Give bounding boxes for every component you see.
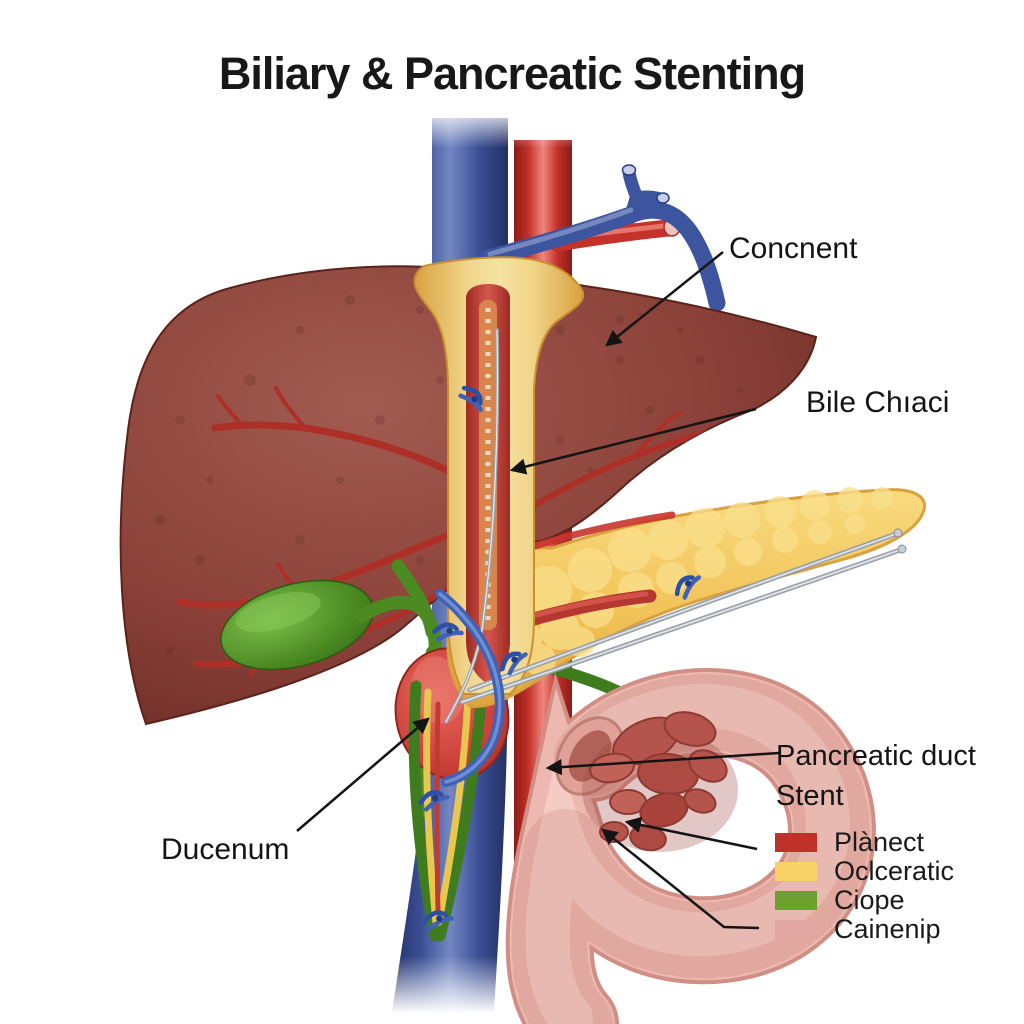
legend: Plànect Oclceratic Ciope Cainenip [775,827,955,944]
stent-guidewires [444,328,907,724]
arrow-folds-upper [624,816,758,851]
vessel-top-fade [418,106,588,148]
label-bile-duct: Bile Chıaci [806,386,950,419]
legend-row-3: Ciope [775,885,954,915]
arrow-liver [605,251,724,347]
legend-row-2: Oclceratic [775,856,955,886]
legend-row-1: Plànect [775,827,954,857]
arrow-folds-lower [601,828,760,930]
duodenum [505,668,876,1024]
label-pancreatic-duct-stent: Pancreatic duct Stent [776,736,976,816]
plastic-stent-tube [435,589,505,787]
legend-label-2: Oclceratic [834,856,955,886]
label-pancreatic-duct-line1: Pancreatic duct [776,740,976,772]
arrow-bile-duct [509,407,757,475]
annotation-arrows [296,251,780,930]
legend-label-3: Ciope [834,885,905,915]
label-pancreatic-duct-line2: Stent [776,780,844,812]
arrow-duodenum [296,717,430,832]
label-duodenum: Ducenum [161,833,290,866]
diagram-title: Biliary & Pancreatic Stenting [218,48,806,99]
legend-label-1: Plànect [834,827,925,857]
label-liver: Concnent [729,232,858,265]
legend-row-4: Cainenip [775,914,954,944]
legend-swatch-red [775,832,817,852]
legend-swatch-green [775,890,817,910]
legend-swatch-pink [775,919,817,939]
legend-swatch-yellow [775,861,817,881]
arrow-pancreatic-stent [545,751,780,776]
legend-label-4: Cainenip [834,914,941,944]
